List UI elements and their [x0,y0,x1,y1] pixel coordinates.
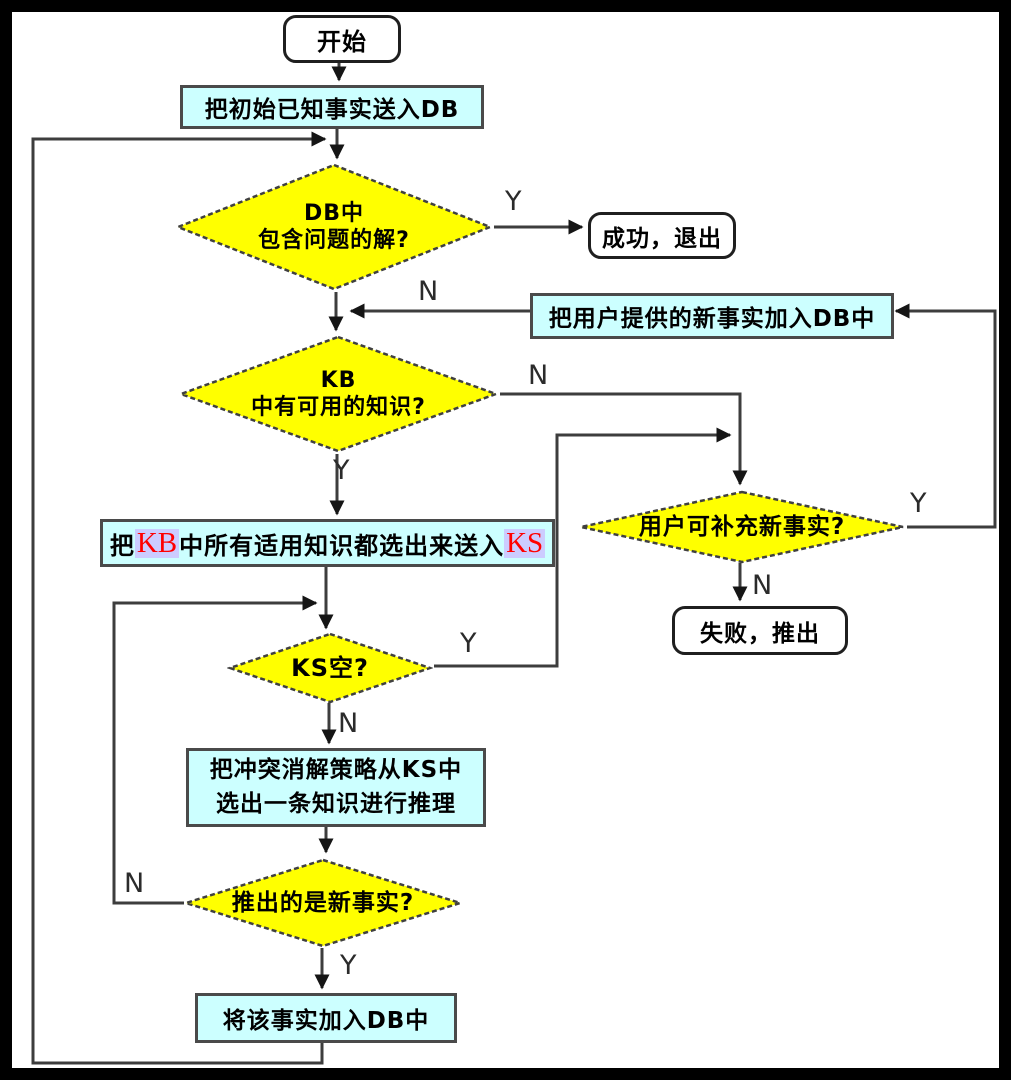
decision-kb-line2: 中有可用的知识? [251,395,426,420]
process-add-user-facts-label: 把用户提供的新事实加入DB中 [548,306,876,332]
fail-terminator: 失败，推出 [672,606,848,655]
start-label: 开始 [317,27,367,56]
diamond-shape [175,163,493,291]
decision-db-line2: 包含问题的解? [258,228,410,253]
edge-label-kb-no: N [528,360,549,391]
process-init-facts: 把初始已知事实送入DB [180,85,484,129]
select-knowledge-middle: 中所有适用知识都选出来送入 [179,531,505,560]
decision-db-line1: DB中 [303,200,364,226]
select-knowledge-prefix: 把 [109,531,135,560]
decision-db-has-solution: DB中 包含问题的解? [175,163,493,291]
edge-label-db-no: N [418,276,439,307]
process-conflict-resolve: 把冲突消解策略从KS中 选出一条知识进行推理 [186,748,486,827]
decision-is-new-fact: 推出的是新事实? [183,858,463,948]
process-add-user-facts: 把用户提供的新事实加入DB中 [530,293,894,339]
kb-highlight: KB [134,526,180,559]
edge-label-ks-no: N [338,708,359,739]
process-init-facts-label: 把初始已知事实送入DB [204,97,460,123]
ks-highlight: KS [504,526,546,559]
edge-label-user-no: N [752,570,773,601]
diamond-shape [580,490,904,564]
decision-user-can-supplement-label: 用户可补充新事实? [638,513,846,540]
decision-ks-empty: KS空? [227,632,433,704]
process-add-fact-to-db: 将该事实加入DB中 [195,993,457,1043]
edge-label-newfact-yes: Y [340,950,357,981]
success-terminator: 成功，退出 [588,212,736,259]
edge-label-user-yes: Y [910,488,927,519]
success-label: 成功，退出 [602,225,722,252]
decision-user-can-supplement: 用户可补充新事实? [578,490,906,564]
diamond-shape [183,858,463,948]
decision-kb-has-knowledge: KB 中有可用的知识? [178,335,499,453]
decision-kb-line1: KB [320,367,357,393]
edge-label-db-yes: Y [505,186,522,217]
edge-label-ks-yes: Y [460,628,477,659]
conflict-resolve-line1: 把冲突消解策略从KS中 [209,757,463,784]
diamond-shape [227,632,433,704]
edge-label-kb-yes: Y [333,455,350,486]
decision-ks-empty-label: KS空? [291,654,369,682]
process-add-fact-to-db-label: 将该事实加入DB中 [222,1008,430,1034]
diamond-shape [178,335,499,453]
edge-label-newfact-no: N [124,868,145,899]
conflict-resolve-line2: 选出一条知识进行推理 [216,790,456,817]
fail-label: 失败，推出 [700,620,820,647]
decision-is-new-fact-label: 推出的是新事实? [231,889,415,916]
start-terminator: 开始 [283,15,401,63]
